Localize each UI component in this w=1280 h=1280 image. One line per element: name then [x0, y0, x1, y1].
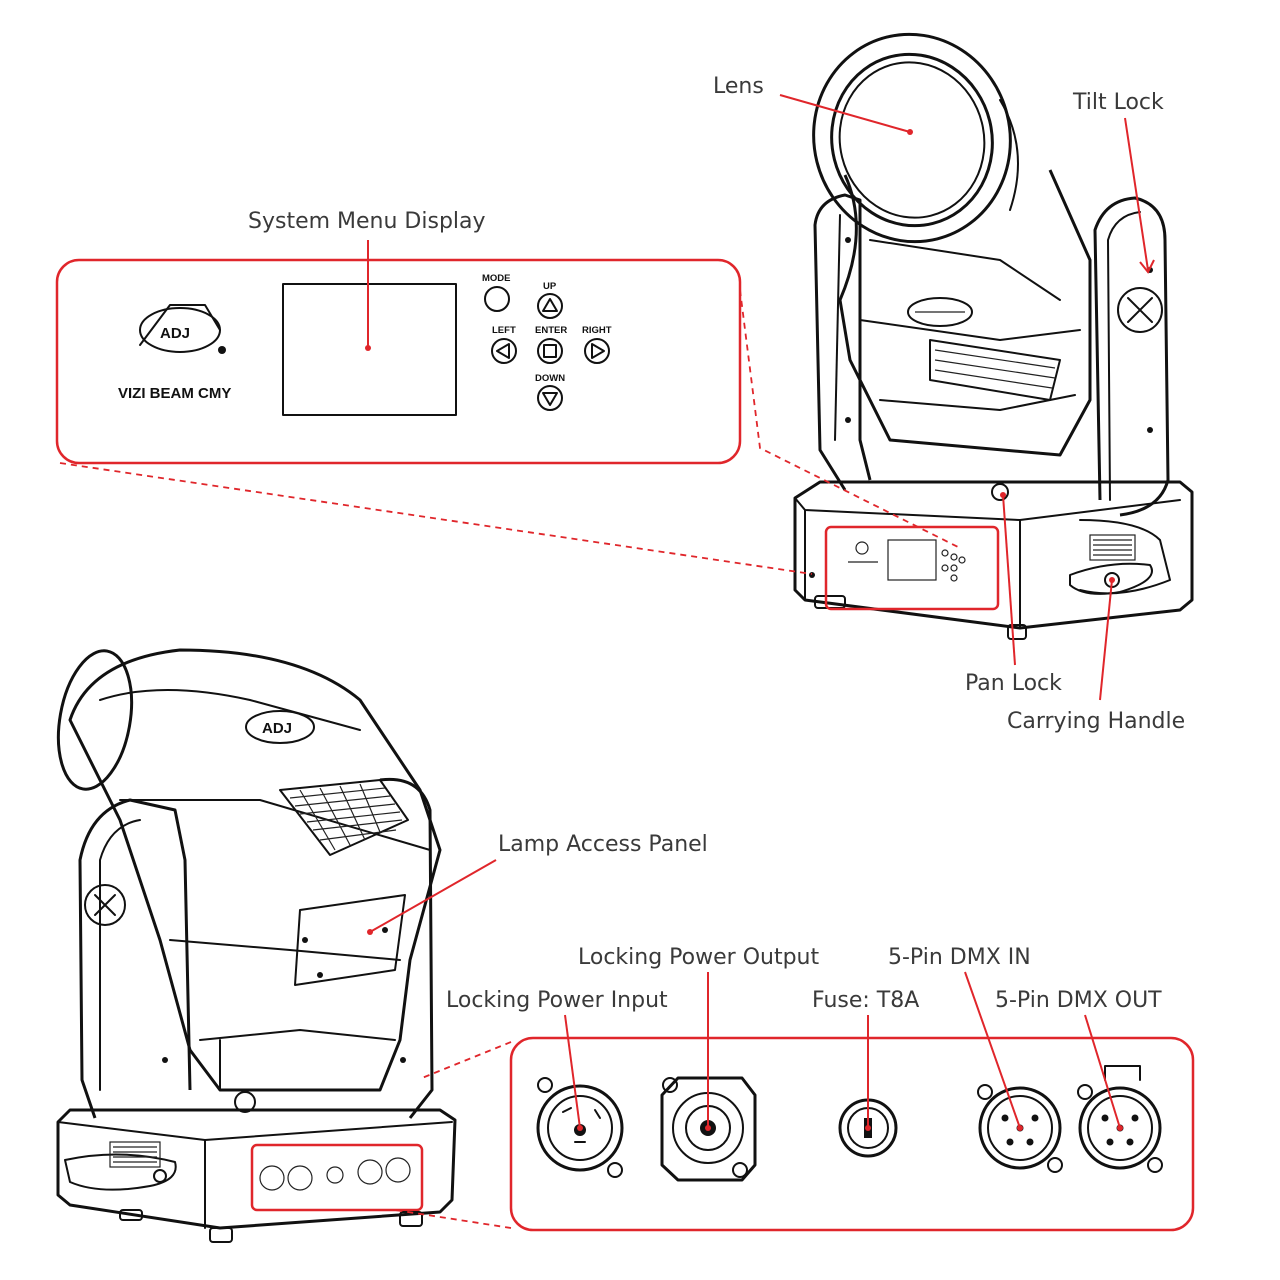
locking-power-input-connector — [536, 1077, 624, 1178]
adj-logo: ADJ — [139, 304, 226, 354]
lamp-access-panel — [294, 894, 406, 986]
label-dmx-out: 5-Pin DMX OUT — [995, 988, 1162, 1013]
button-right[interactable]: RIGHT — [582, 325, 612, 364]
button-enter-label: ENTER — [535, 325, 567, 336]
label-carrying-handle: Carrying Handle — [1007, 709, 1185, 734]
fixture-rear-view: ADJ — [56, 648, 457, 1243]
callout-labels: Lens Tilt Lock System Menu Display Pan L… — [248, 74, 1185, 1013]
fixture-front-head — [812, 32, 1092, 457]
enter-square-icon — [543, 344, 557, 358]
down-arrow-icon — [542, 392, 558, 406]
label-fuse: Fuse: T8A — [812, 988, 919, 1013]
fixture-front-base — [793, 480, 1194, 640]
label-dmx-in: 5-Pin DMX IN — [888, 945, 1031, 970]
label-locking-power-output: Locking Power Output — [578, 945, 819, 970]
control-panel-callout: ADJ VIZI BEAM CMY MODE UP LEFT ENTER RIG… — [55, 258, 961, 575]
button-down[interactable]: DOWN — [535, 373, 565, 411]
button-right-label: RIGHT — [582, 325, 612, 336]
button-left-label: LEFT — [492, 325, 516, 336]
button-up-label: UP — [543, 281, 557, 292]
fixture-front-yoke — [813, 193, 1170, 517]
button-mode[interactable]: MODE — [482, 273, 511, 312]
button-left[interactable]: LEFT — [491, 325, 517, 364]
label-locking-power-input: Locking Power Input — [446, 988, 668, 1013]
rear-adj-logo-text: ADJ — [262, 720, 292, 737]
left-arrow-icon — [496, 343, 510, 359]
label-pan-lock: Pan Lock — [965, 671, 1062, 696]
button-enter[interactable]: ENTER — [535, 325, 567, 364]
fixture-rear-base — [56, 1091, 457, 1243]
fixture-rear-head: ADJ — [56, 648, 442, 1092]
dmx-out-connector — [1077, 1065, 1163, 1173]
system-menu-display — [282, 283, 457, 416]
label-lamp-access-panel: Lamp Access Panel — [498, 832, 708, 857]
up-arrow-icon — [542, 298, 558, 312]
button-mode-label: MODE — [482, 273, 511, 284]
leader-lines — [365, 94, 1155, 1131]
right-arrow-icon — [591, 343, 605, 359]
connector-panel-callout — [394, 1036, 1195, 1232]
fixture-front-view — [793, 32, 1194, 640]
model-name: VIZI BEAM CMY — [118, 385, 231, 402]
label-system-menu-display: System Menu Display — [248, 209, 486, 234]
label-lens: Lens — [713, 74, 764, 99]
adj-logo-text: ADJ — [160, 325, 190, 342]
button-down-label: DOWN — [535, 373, 565, 384]
button-up[interactable]: UP — [537, 281, 563, 319]
label-tilt-lock: Tilt Lock — [1072, 90, 1164, 115]
